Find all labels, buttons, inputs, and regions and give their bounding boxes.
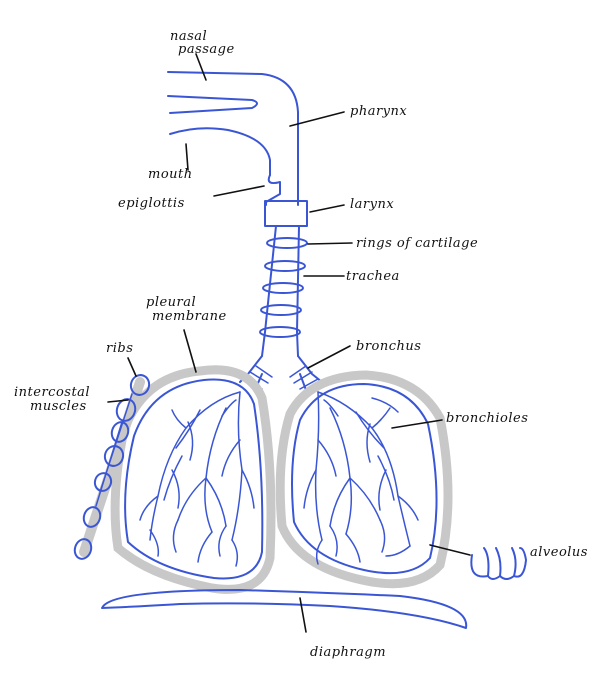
label-bronchioles: bronchioles	[446, 411, 528, 426]
nasal-cavity	[167, 71, 299, 206]
label-trachea: trachea	[346, 269, 400, 284]
label-epiglottis: epiglottis	[118, 196, 185, 211]
label-nasal-passage-line1: nasal	[170, 29, 207, 44]
pleural-membrane-left	[110, 365, 276, 594]
left-lung	[124, 378, 264, 580]
label-larynx: larynx	[350, 197, 394, 212]
label-intercostal-muscles-line2: muscles	[30, 399, 87, 414]
label-pleural-membrane-line1: pleural	[146, 295, 196, 310]
label-diaphragm: diaphragm	[310, 645, 386, 660]
label-alveolus: alveolus	[530, 545, 588, 560]
diaphragm	[101, 589, 468, 629]
ribs	[73, 374, 151, 560]
leader-lines	[107, 53, 471, 633]
bronchioles-right	[303, 391, 419, 565]
right-lung	[291, 383, 438, 575]
label-pharynx: pharynx	[350, 104, 407, 119]
label-mouth: mouth	[148, 167, 193, 182]
bronchioles-left	[139, 391, 255, 567]
label-pleural-membrane-line2: membrane	[152, 309, 227, 324]
alveolus	[470, 547, 527, 580]
label-bronchus: bronchus	[356, 339, 421, 354]
label-ribs: ribs	[106, 341, 133, 356]
label-rings-of-cartilage: rings of cartilage	[356, 236, 478, 251]
rings-of-cartilage	[259, 237, 308, 338]
larynx	[264, 200, 308, 227]
label-nasal-passage-line2: passage	[178, 42, 235, 57]
label-intercostal-muscles-line1: intercostal	[14, 385, 90, 400]
epiglottis	[265, 174, 281, 206]
pleural-membrane-right	[275, 370, 453, 589]
labels: nasal passage pharynx mouth epiglottis l…	[14, 29, 588, 660]
